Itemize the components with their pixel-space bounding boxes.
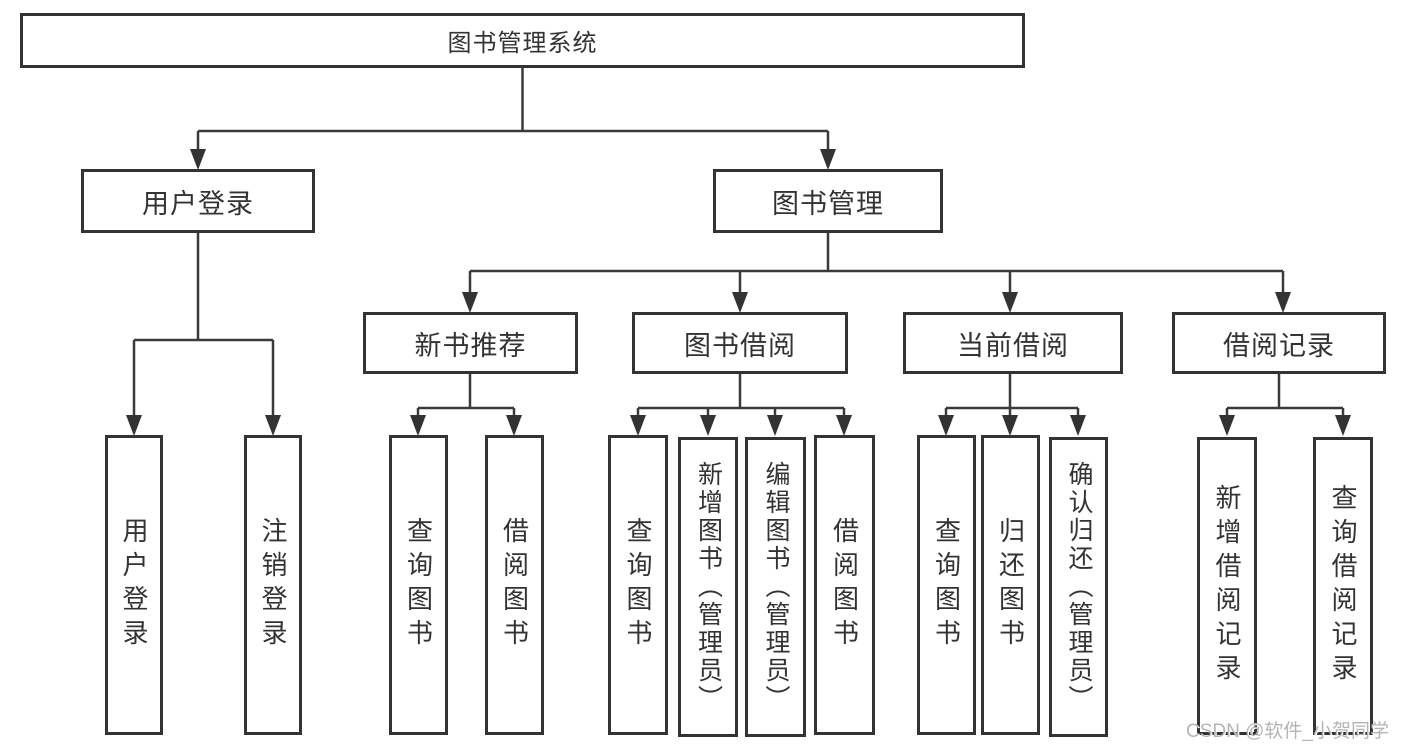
leaf-br-query-record: 查询借阅记录 [1313, 437, 1373, 735]
leaf-bb-query-books: 查询图书 [608, 435, 668, 735]
connector-borrow-record-branch [1219, 374, 1351, 436]
node-new-book-recommend: 新书推荐 [363, 312, 578, 374]
leaf-bb-add-books-admin: 新增图书（管理员） [678, 437, 738, 737]
leaf-cb-query-books: 查询图书 [917, 435, 976, 735]
node-library-management-system: 图书管理系统 [20, 13, 1025, 68]
node-book-borrow: 图书借阅 [632, 312, 848, 374]
leaf-nbr-query-books: 查询图书 [389, 435, 448, 735]
leaf-logout: 注销登录 [244, 435, 302, 735]
connector-current-borrow-branch [938, 374, 1086, 436]
node-borrow-records: 借阅记录 [1172, 312, 1386, 374]
connector-new-book-branch [410, 374, 522, 436]
node-current-borrow: 当前借阅 [903, 312, 1123, 374]
node-user-login: 用户登录 [81, 169, 315, 233]
leaf-cb-confirm-return-admin: 确认归还（管理员） [1049, 437, 1108, 737]
connector-user-login-branch [126, 233, 281, 436]
connector-book-borrow-branch [630, 374, 852, 436]
leaf-br-add-record: 新增借阅记录 [1197, 437, 1257, 735]
leaf-cb-return-books: 归还图书 [981, 435, 1040, 735]
node-book-management: 图书管理 [713, 169, 943, 233]
leaf-bb-edit-books-admin: 编辑图书（管理员） [745, 437, 806, 737]
connector-book-management-branch [462, 233, 1291, 313]
csdn-watermark: CSDN @软件_小贺同学 [1186, 721, 1389, 742]
connector-root-to-level2 [190, 68, 836, 170]
leaf-nbr-borrow-books: 借阅图书 [485, 435, 544, 735]
leaf-bb-borrow-books: 借阅图书 [814, 435, 875, 735]
leaf-user-login: 用户登录 [105, 435, 163, 735]
